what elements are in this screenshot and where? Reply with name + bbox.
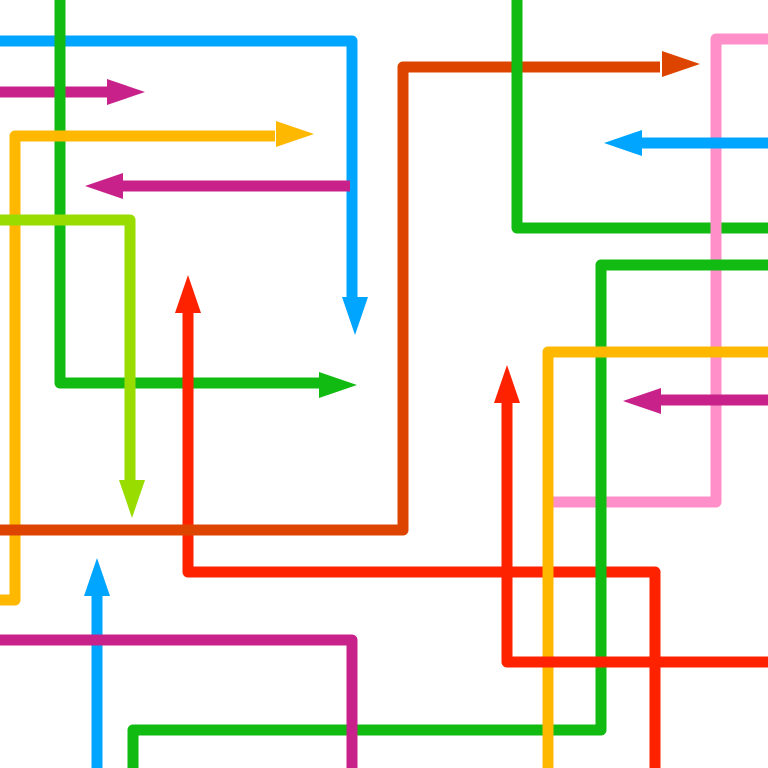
- blue-top-down-line: [0, 35, 358, 300]
- magenta-bottom-line: [0, 634, 358, 768]
- arrow-left-icon: [604, 130, 642, 156]
- arrow-right-icon: [107, 79, 145, 105]
- green-top-right-line: [511, 0, 768, 234]
- arrow-right-icon: [662, 51, 700, 77]
- arrow-left-icon: [623, 388, 661, 414]
- arrow-down-icon: [342, 297, 368, 335]
- yellow-right-line: [542, 346, 768, 768]
- red-up-right-line: [501, 400, 768, 668]
- arrow-up-icon: [494, 365, 520, 403]
- arrow-down-icon: [119, 480, 145, 518]
- yellow-left-right-line: [0, 130, 275, 606]
- green-left-right-line: [54, 0, 320, 389]
- arrow-left-icon: [85, 173, 123, 199]
- arrow-up-icon: [84, 558, 110, 596]
- lime-down-line: [0, 214, 136, 480]
- arrow-right-icon: [319, 372, 357, 398]
- arrow-right-icon: [276, 121, 314, 147]
- arrow-up-icon: [175, 275, 201, 313]
- red-up-left-line: [182, 310, 661, 768]
- arrow-heads: [84, 51, 700, 596]
- green-right-long-line: [127, 259, 768, 768]
- orange-long-right-line: [0, 61, 660, 536]
